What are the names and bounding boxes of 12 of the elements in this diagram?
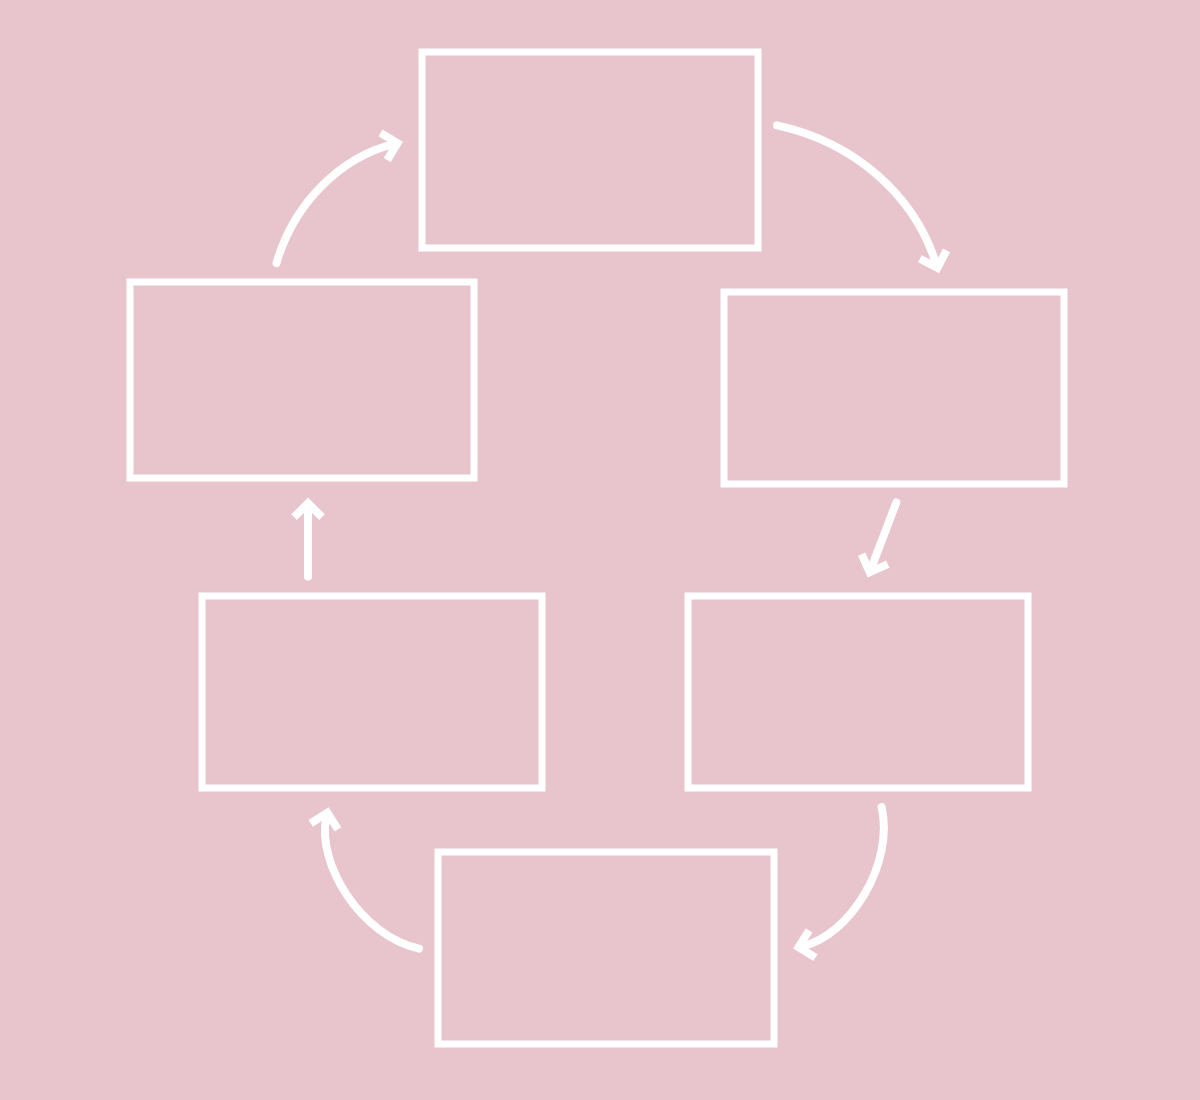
arrow	[857, 498, 901, 578]
arrow	[308, 807, 423, 953]
empty-box	[684, 592, 1032, 792]
arrow	[773, 121, 951, 274]
empty-box	[418, 48, 762, 252]
empty-box	[198, 592, 546, 792]
empty-box	[720, 288, 1068, 488]
empty-box	[434, 848, 778, 1048]
arrow	[272, 129, 403, 268]
arrow	[291, 497, 325, 581]
arrow	[793, 803, 888, 962]
empty-box	[126, 278, 478, 482]
